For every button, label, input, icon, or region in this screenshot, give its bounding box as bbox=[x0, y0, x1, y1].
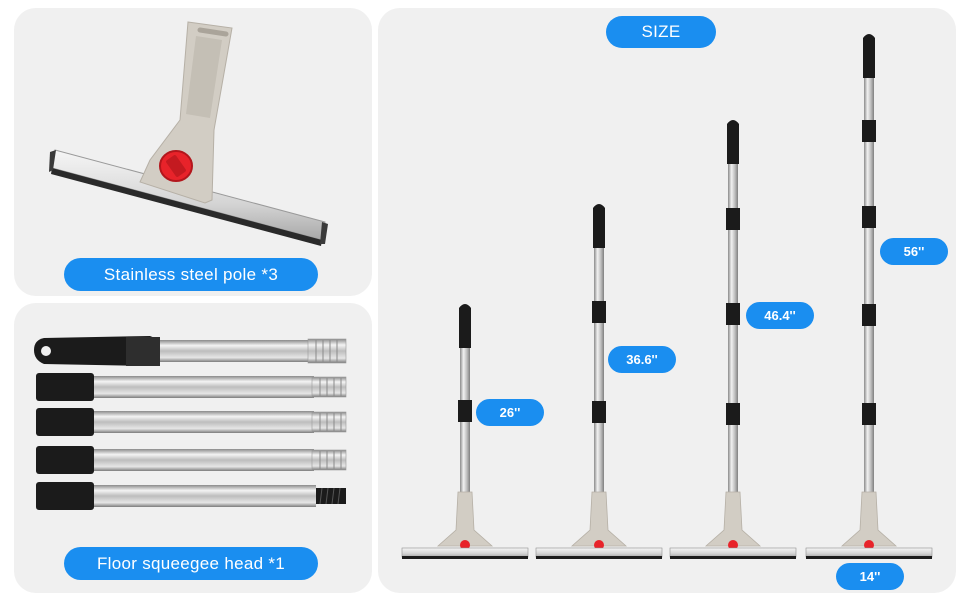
length-label-26: 26'' bbox=[476, 399, 544, 426]
pole-parts-image bbox=[34, 336, 347, 510]
length-label-56: 56'' bbox=[880, 238, 948, 265]
length-label-36: 36.6'' bbox=[608, 346, 676, 373]
squeegee-46-image bbox=[669, 120, 797, 559]
size-title: SIZE bbox=[606, 16, 716, 48]
squeegee-26-image bbox=[401, 304, 529, 559]
head-width-label: 14'' bbox=[836, 563, 904, 590]
squeegee-56-image bbox=[805, 34, 933, 559]
squeegee-36-image bbox=[535, 204, 663, 559]
length-label-46: 46.4'' bbox=[746, 302, 814, 329]
squeegee-head-image bbox=[49, 21, 328, 246]
stainless-steel-pole-label: Stainless steel pole *3 bbox=[64, 258, 318, 291]
floor-squeegee-head-label: Floor squeegee head *1 bbox=[64, 547, 318, 580]
size-panel bbox=[378, 8, 956, 593]
